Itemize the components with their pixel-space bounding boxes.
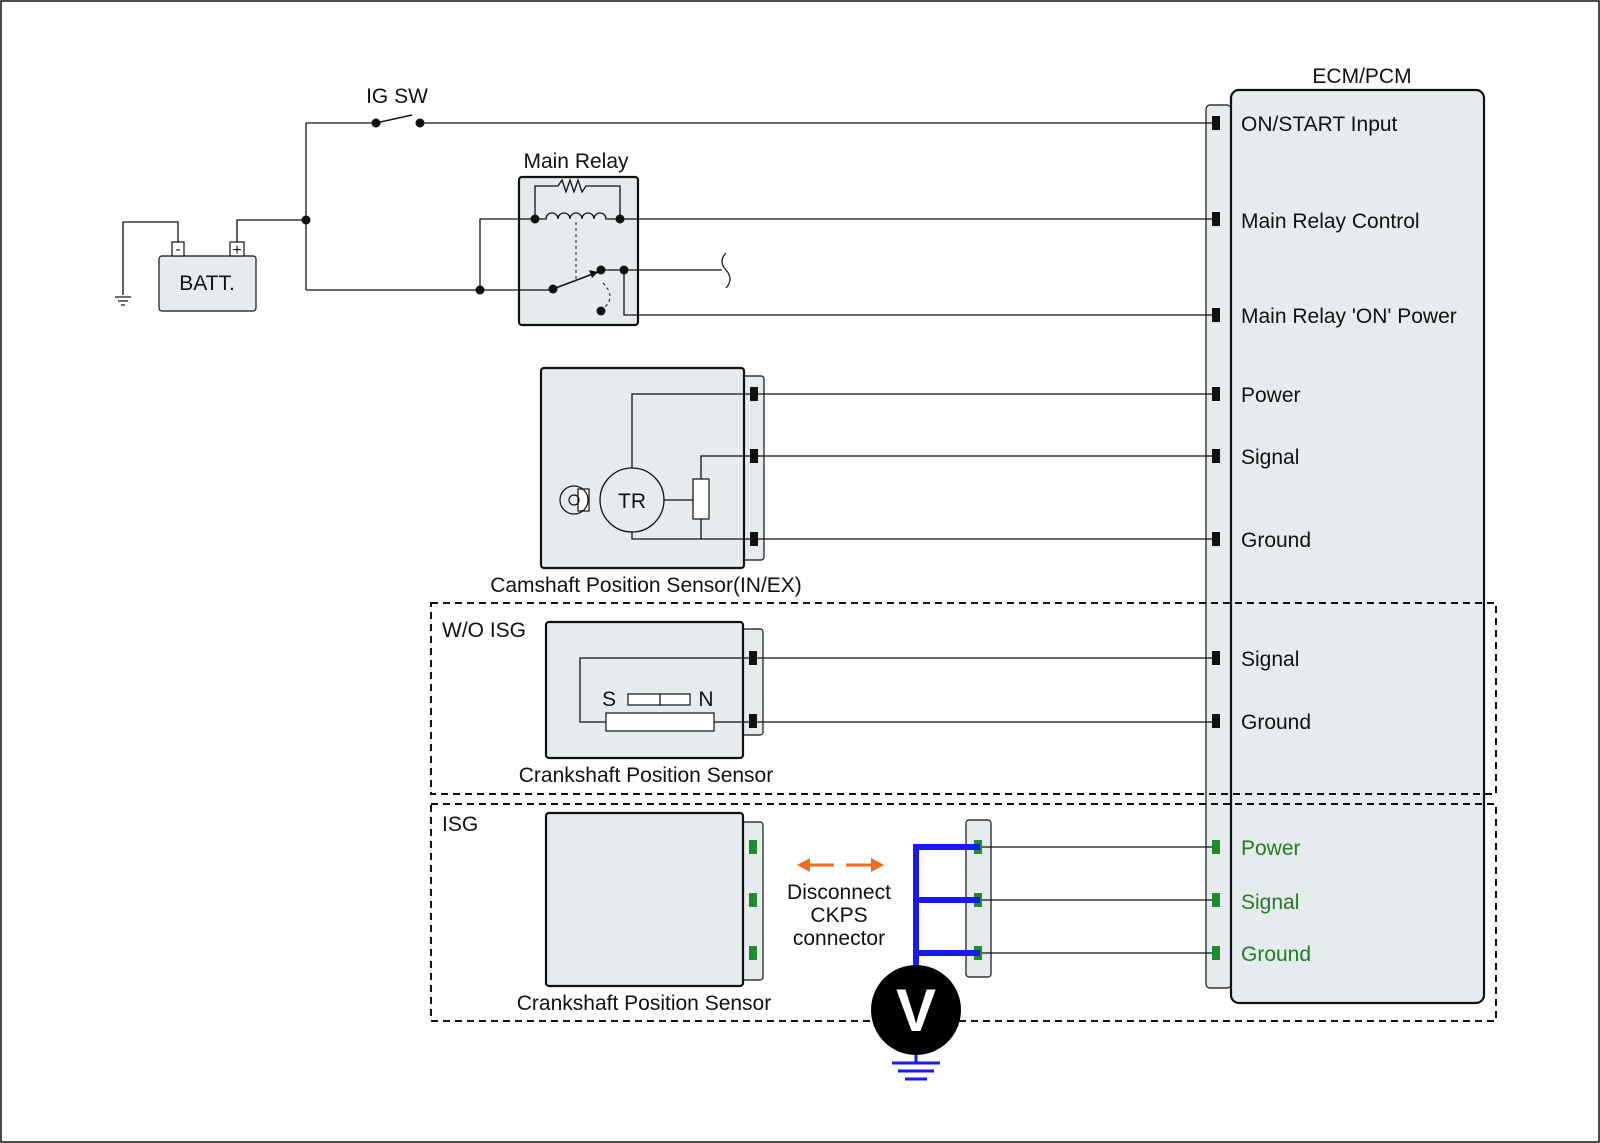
- wire-cmp-internal-res-top: [700, 455, 750, 479]
- wo-isg-group: [430, 602, 1497, 795]
- ecm-label-wo-ground: Ground: [1241, 711, 1311, 734]
- ecm-pin-cmp-signal: [1212, 449, 1220, 463]
- cmp-pin-power: [750, 387, 758, 401]
- ecm-label-on-start: ON/START Input: [1241, 113, 1398, 136]
- ecm-label-isg-ground: Ground: [1241, 943, 1311, 966]
- isg-group: [430, 803, 1497, 1022]
- ecm-label-isg-signal: Signal: [1241, 891, 1299, 914]
- ecm-pin-isg-ground: [1212, 946, 1220, 960]
- cmp-tr-label: TR: [618, 490, 646, 513]
- cmp-sensor-label: Camshaft Position Sensor(IN/EX): [490, 574, 802, 597]
- voltmeter-ground-icon: [892, 1055, 940, 1081]
- disconnect-note-line2: CKPS: [810, 904, 867, 927]
- relay-switch-travel: [602, 282, 611, 308]
- battery-label: BATT.: [179, 272, 235, 295]
- relay-coil: [535, 212, 620, 220]
- isg-sensor-label: Crankshaft Position Sensor: [517, 992, 771, 1015]
- chassis-ground-symbol: [115, 296, 131, 306]
- ecm-pin-isg-signal: [1212, 893, 1220, 907]
- ecm-box: [1229, 88, 1486, 1005]
- relay-resistor: [534, 177, 621, 219]
- main-relay-label: Main Relay: [523, 150, 629, 173]
- cmp-magnet-icon: [559, 485, 590, 515]
- relay-switch-blade: [552, 271, 599, 290]
- isg-group-label: ISG: [442, 813, 478, 836]
- ig-switch-blade: [375, 114, 413, 124]
- wo-isg-sensor-label: Crankshaft Position Sensor: [519, 764, 773, 787]
- disconnect-note-line3: connector: [793, 927, 885, 950]
- relay-switch-arrow: [589, 270, 598, 278]
- wire-relay-coil-feed: [479, 218, 535, 290]
- probe-wire-power: [913, 844, 980, 968]
- wire-cmp-internal-power: [631, 393, 750, 468]
- ecm-title: ECM/PCM: [1312, 65, 1411, 88]
- wo-isg-pole-n: N: [698, 688, 713, 711]
- ecm-label-relay-power: Main Relay 'ON' Power: [1241, 305, 1457, 328]
- ecm-pin-isg-power: [1212, 840, 1220, 854]
- ecm-pin-on-start: [1212, 116, 1220, 130]
- disconnect-note-line1: Disconnect: [787, 881, 891, 904]
- ecm-connector-strip: [1205, 104, 1232, 989]
- wire-wo-internal-signal: [579, 657, 749, 723]
- voltmeter: [871, 965, 961, 1055]
- wire-break-symbol: [721, 252, 731, 289]
- cmp-sensor-box: [539, 366, 746, 570]
- cmp-pin-signal: [750, 449, 758, 463]
- wo-isg-magnet-n: [659, 693, 691, 706]
- battery-pos-sign: +: [232, 242, 241, 259]
- wo-isg-pole-s: S: [602, 688, 616, 711]
- wo-isg-pin-ground: [749, 714, 757, 728]
- battery-box: [158, 255, 257, 312]
- ecm-label-wo-signal: Signal: [1241, 648, 1299, 671]
- ecm-label-cmp-ground: Ground: [1241, 529, 1311, 552]
- cmp-pin-ground: [750, 532, 758, 546]
- wo-isg-group-label: W/O ISG: [442, 619, 526, 642]
- isg-sensor-box: [544, 811, 745, 988]
- disconnect-arrows: [797, 858, 884, 872]
- ecm-pin-relay-control: [1212, 212, 1220, 226]
- ecm-label-isg-power: Power: [1241, 837, 1301, 860]
- ecm-label-cmp-power: Power: [1241, 384, 1301, 407]
- voltmeter-label: V: [896, 977, 936, 1044]
- wire-batt-neg: [122, 221, 179, 295]
- ecm-pin-wo-signal: [1212, 651, 1220, 665]
- wo-isg-pin-signal: [749, 651, 757, 665]
- ecm-label-cmp-signal: Signal: [1241, 446, 1299, 469]
- wire-cmp-internal-ground: [631, 532, 750, 540]
- ecm-pin-cmp-ground: [1212, 532, 1220, 546]
- isg-sensor-pin-signal: [749, 893, 757, 907]
- wire-relay-on-power: [623, 270, 1212, 316]
- ecm-label-relay-control: Main Relay Control: [1241, 210, 1420, 233]
- isg-sensor-pin-ground: [749, 946, 757, 960]
- battery-neg-sign: -: [176, 241, 181, 258]
- wire-batt-pos: [236, 219, 306, 242]
- ecm-pin-relay-power: [1212, 308, 1220, 322]
- cmp-resistor: [692, 478, 710, 520]
- ecm-pin-wo-ground: [1212, 714, 1220, 728]
- wo-isg-magnet-s: [627, 693, 661, 706]
- relay-switch-contact-off: [596, 306, 606, 316]
- wo-isg-coil-bar: [605, 712, 715, 732]
- ig-switch-label: IG SW: [366, 85, 428, 108]
- isg-sensor-pin-power: [749, 840, 757, 854]
- ecm-pin-cmp-power: [1212, 387, 1220, 401]
